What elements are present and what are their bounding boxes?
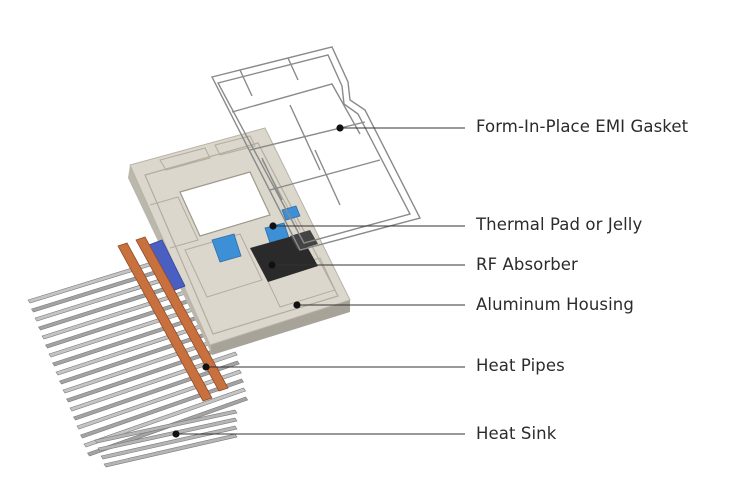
heat-sink-fin xyxy=(69,351,238,412)
heat-pipes xyxy=(117,236,229,402)
leader-emi-gasket-dot xyxy=(336,124,344,132)
leader-rf-absorber-dot xyxy=(268,261,276,269)
label-aluminum-housing: Aluminum Housing xyxy=(476,295,634,314)
heat-sink-fin xyxy=(94,409,238,444)
label-form-in-place-emi-gasket: Form-In-Place EMI Gasket xyxy=(476,117,689,136)
leader-thermal-pad-dot xyxy=(269,222,277,230)
leader-lines xyxy=(172,124,465,438)
label-heat-sink: Heat Sink xyxy=(476,424,557,443)
heat-sink-fin xyxy=(97,417,238,452)
aluminum-housing xyxy=(128,127,351,355)
leader-aluminum-housing-dot xyxy=(293,301,301,309)
leader-heat-pipes-dot xyxy=(202,363,210,371)
emi-gasket xyxy=(210,46,422,251)
heat-sink-fin xyxy=(103,433,238,468)
label-rf-absorber: RF Absorber xyxy=(476,255,578,274)
heat-sink-fin xyxy=(83,387,247,448)
leader-heat-sink-dot xyxy=(172,430,180,438)
label-thermal-pad: Thermal Pad or Jelly xyxy=(476,215,643,234)
label-heat-pipes: Heat Pipes xyxy=(476,356,565,375)
